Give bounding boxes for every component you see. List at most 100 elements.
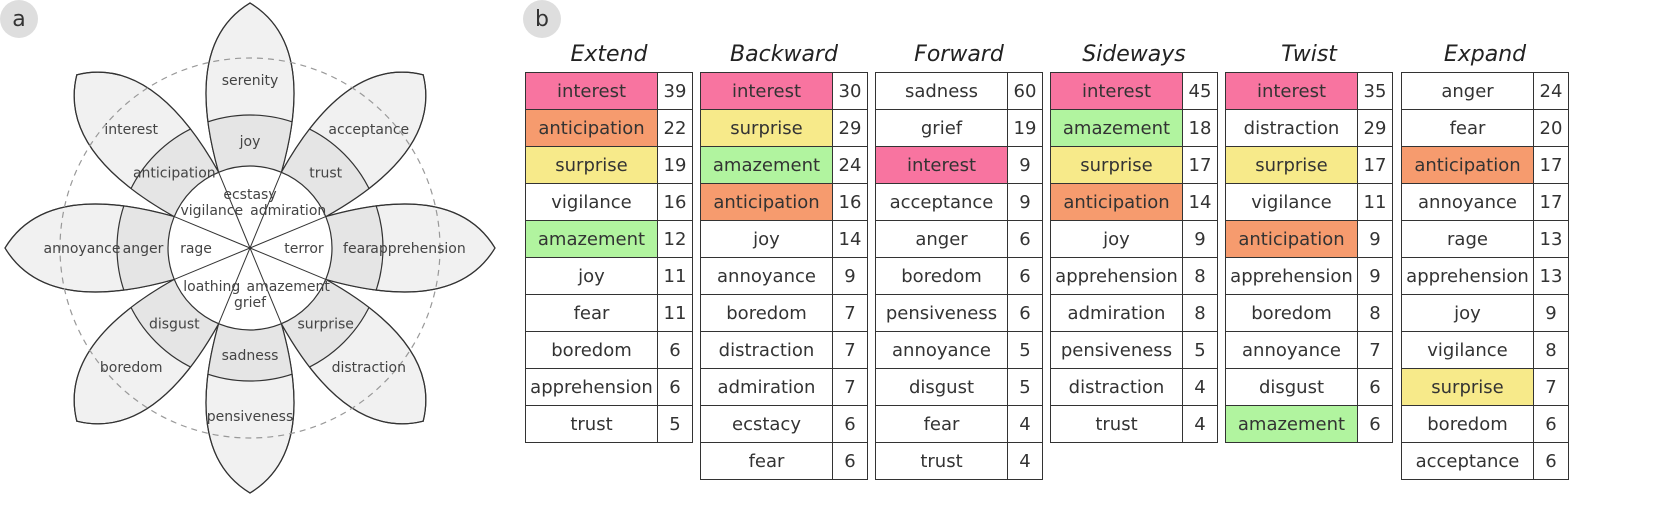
emotion-count: 6 <box>832 442 868 480</box>
dashed-circle <box>59 57 441 439</box>
petal-outline-anticipation <box>73 71 220 218</box>
emotion-count: 5 <box>657 405 693 443</box>
emotion-count: 6 <box>832 405 868 443</box>
emotion-count: 35 <box>1357 72 1393 110</box>
emotion-count: 60 <box>1007 72 1043 110</box>
emotion-count: 29 <box>832 109 868 147</box>
emotion-word: annoyance <box>875 331 1008 369</box>
emotion-word: grief <box>875 109 1008 147</box>
emotion-word: acceptance <box>1401 442 1534 480</box>
emotion-word: surprise <box>525 146 658 184</box>
emotion-word: anger <box>875 220 1008 258</box>
emotion-count: 6 <box>657 331 693 369</box>
emotion-word: anticipation <box>1050 183 1183 221</box>
middle-label-sadness: sadness <box>222 348 279 364</box>
emotion-count: 16 <box>832 183 868 221</box>
middle-label-joy: joy <box>239 134 261 150</box>
emotion-word: pensiveness <box>875 294 1008 332</box>
emotion-count: 19 <box>1007 109 1043 147</box>
sector-divider <box>174 247 251 280</box>
emotion-count: 12 <box>657 220 693 258</box>
emotion-word: joy <box>1050 220 1183 258</box>
table-title: Sideways <box>1082 41 1186 67</box>
emotion-word: annoyance <box>700 257 833 295</box>
petal-outline-trust <box>280 71 427 218</box>
emotion-count: 6 <box>657 368 693 406</box>
emotion-word: amazement <box>700 146 833 184</box>
petal-outline-anger <box>4 203 175 293</box>
emotion-count: 5 <box>1007 368 1043 406</box>
emotion-word: interest <box>875 146 1008 184</box>
emotion-count: 29 <box>1357 109 1393 147</box>
emotion-word: joy <box>1401 294 1534 332</box>
emotion-word: annoyance <box>1401 183 1534 221</box>
outer-label-acceptance: acceptance <box>328 122 409 138</box>
outer-label-interest: interest <box>104 122 158 138</box>
emotion-word: apprehension <box>525 368 658 406</box>
emotion-word: trust <box>1050 405 1183 443</box>
sector-divider <box>218 247 251 324</box>
table-title: Twist <box>1281 41 1337 67</box>
emotion-word: joy <box>700 220 833 258</box>
sector-divider <box>174 216 251 249</box>
emotion-count: 9 <box>1357 257 1393 295</box>
emotion-word: boredom <box>1225 294 1358 332</box>
emotion-count: 9 <box>1533 294 1569 332</box>
outer-label-pensiveness: pensiveness <box>207 409 294 425</box>
emotion-word: ecstacy <box>700 405 833 443</box>
outer-label-boredom: boredom <box>100 360 163 376</box>
emotion-count: 16 <box>657 183 693 221</box>
petal-outline-sadness <box>205 323 295 494</box>
emotion-count: 8 <box>1182 294 1218 332</box>
emotion-word: apprehension <box>1401 257 1534 295</box>
inner-label-grief: grief <box>234 295 267 311</box>
emotion-word: distraction <box>1225 109 1358 147</box>
emotion-count: 7 <box>1357 331 1393 369</box>
emotion-count: 8 <box>1533 331 1569 369</box>
emotion-count: 17 <box>1533 183 1569 221</box>
emotion-count: 11 <box>1357 183 1393 221</box>
inner-label-vigilance: vigilance <box>180 203 243 219</box>
outer-label-annoyance: annoyance <box>44 241 121 257</box>
emotion-word: anticipation <box>1401 146 1534 184</box>
emotion-count: 17 <box>1182 146 1218 184</box>
outer-label-serenity: serenity <box>222 73 279 89</box>
middle-label-disgust: disgust <box>149 317 200 333</box>
inner-label-loathing: loathing <box>183 279 240 295</box>
emotion-count: 4 <box>1182 405 1218 443</box>
table-title: Expand <box>1443 41 1527 67</box>
emotion-count: 17 <box>1533 146 1569 184</box>
emotion-count: 19 <box>657 146 693 184</box>
emotion-count: 7 <box>832 368 868 406</box>
emotion-word: rage <box>1401 220 1534 258</box>
